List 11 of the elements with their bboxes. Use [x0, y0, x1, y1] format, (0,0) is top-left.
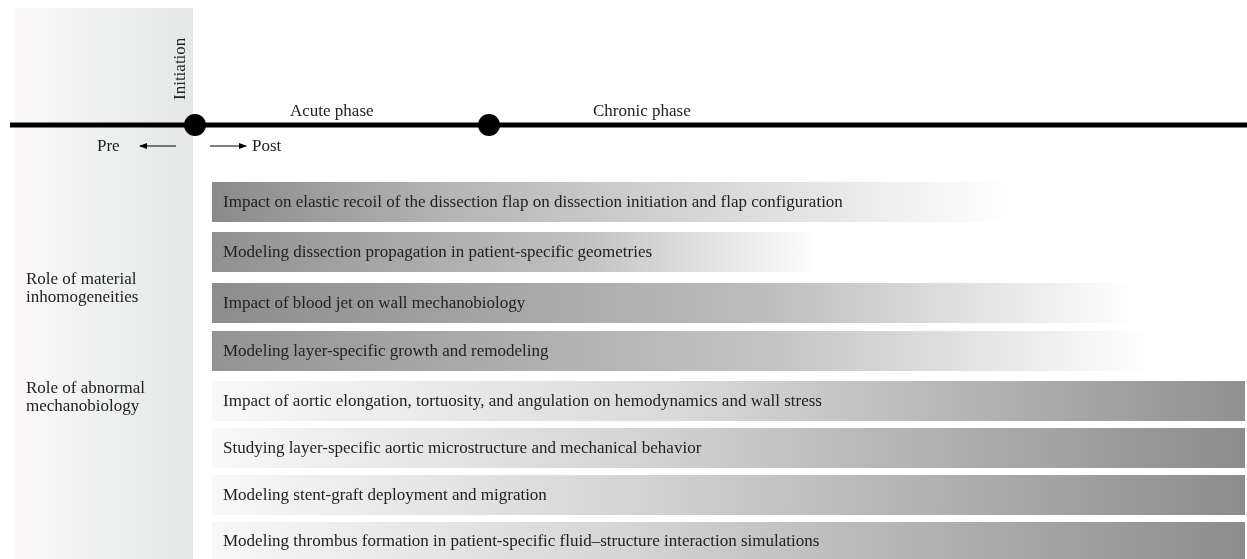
row-group-label: Role of abnormal mechanobiology [26, 379, 146, 415]
research-topic-bar: Modeling thrombus formation in patient-specific fluid–structure interaction simulations [212, 522, 1245, 559]
research-topic-bar: Impact of aortic elongation, tortuosity, and angulation on hemodynamics and wall stress [212, 381, 1245, 421]
phase-label: Chronic phase [593, 101, 691, 121]
phase-label: Acute phase [290, 101, 374, 121]
direction-label: Pre [97, 136, 120, 156]
phase-label: Initiation [170, 37, 190, 100]
research-topic-bar: Studying layer-specific aortic microstructure and mechanical behavior [212, 428, 1245, 468]
row-group-label: Role of material inhomogeneities [26, 270, 140, 306]
research-topic-bar: Modeling stent-graft deployment and migration [212, 475, 1245, 515]
direction-label: Post [252, 136, 282, 156]
